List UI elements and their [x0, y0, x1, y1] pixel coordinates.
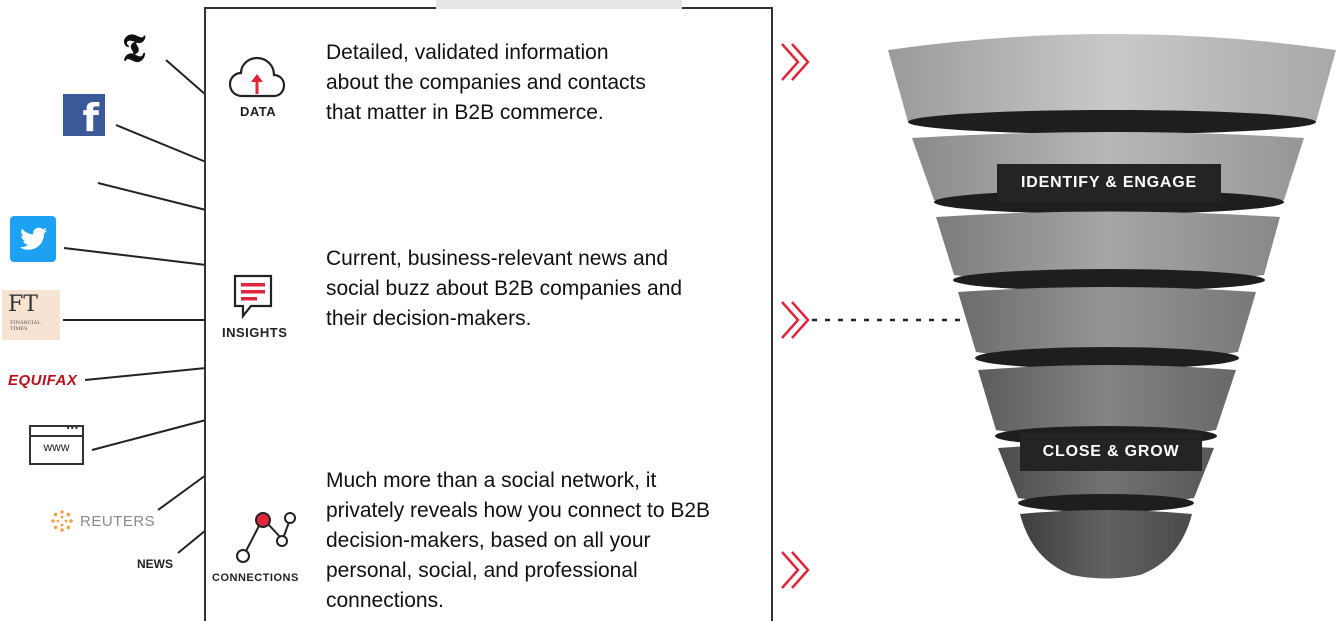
- website-icon: ••• www: [29, 423, 84, 465]
- description-line: Much more than a social network, it: [326, 469, 657, 492]
- equifax-logo: EQUIFAX: [8, 372, 78, 389]
- description-line: their decision-makers.: [326, 307, 532, 330]
- description-line: Current, business-relevant news and: [326, 247, 669, 270]
- ft-logo-text: FT: [8, 292, 38, 317]
- chevron-right-icon: [781, 301, 810, 339]
- connector-line: [165, 59, 207, 96]
- funnel-ring: [1020, 510, 1192, 579]
- network-nodes-icon: [236, 512, 296, 563]
- connector-line: [91, 419, 207, 451]
- description-line: about the companies and contacts: [326, 71, 646, 94]
- data-description: Detailed, validated information about th…: [326, 38, 756, 128]
- www-label: www: [43, 440, 70, 454]
- reuters-label: REUTERS: [80, 512, 156, 530]
- data-label: DATA: [240, 104, 277, 119]
- browser-dots: •••: [66, 423, 79, 433]
- description-line: decision-makers, based on all your: [326, 529, 651, 552]
- insights-description: Current, business-relevant news and soci…: [326, 244, 756, 334]
- reuters-dots-icon: [51, 510, 73, 532]
- identify-engage-tag: IDENTIFY & ENGAGE: [997, 164, 1221, 202]
- chevron-right-icon: [781, 551, 810, 589]
- close-grow-tag: CLOSE & GROW: [1020, 433, 1202, 471]
- description-line: personal, social, and professional: [326, 559, 638, 582]
- funnel-ring: [936, 211, 1280, 291]
- connector-line: [84, 367, 207, 381]
- connections-label: CONNECTIONS: [212, 572, 299, 584]
- description-line: Detailed, validated information: [326, 41, 609, 64]
- description-line: privately reveals how you connect to B2B: [326, 499, 711, 522]
- ft-logo-subtext: FINANCIAL TIMES: [10, 320, 41, 332]
- panel-top-bar: [436, 0, 682, 9]
- connector-line: [97, 182, 207, 211]
- insights-label: INSIGHTS: [222, 325, 288, 340]
- funnel-ring: [958, 287, 1256, 369]
- connections-description: Much more than a social network, it priv…: [326, 466, 756, 616]
- browser-bar: [31, 427, 82, 437]
- new-york-times-logo: 𝕿: [122, 25, 146, 70]
- connector-line: [63, 247, 207, 266]
- description-line: social buzz about B2B companies and: [326, 277, 683, 300]
- description-line: that matter in B2B commerce.: [326, 101, 604, 124]
- funnel-ring: [888, 34, 1336, 135]
- reuters-logo: REUTERS: [50, 509, 155, 533]
- chat-bubble-icon: [233, 274, 273, 320]
- description-panel: [204, 7, 773, 621]
- connector-line: [157, 474, 207, 511]
- connector-line: [115, 124, 207, 163]
- news-label: NEWS: [137, 557, 173, 571]
- chevron-right-icon: [781, 43, 810, 81]
- description-line: connections.: [326, 589, 444, 612]
- connector-line: [177, 529, 207, 554]
- cloud-upload-icon: [228, 56, 286, 98]
- financial-times-logo: FT FINANCIAL TIMES: [2, 290, 60, 340]
- sales-funnel: [888, 34, 1336, 579]
- twitter-logo: [10, 216, 56, 262]
- twitter-bird-icon: [20, 227, 47, 250]
- facebook-logo: f: [63, 94, 105, 136]
